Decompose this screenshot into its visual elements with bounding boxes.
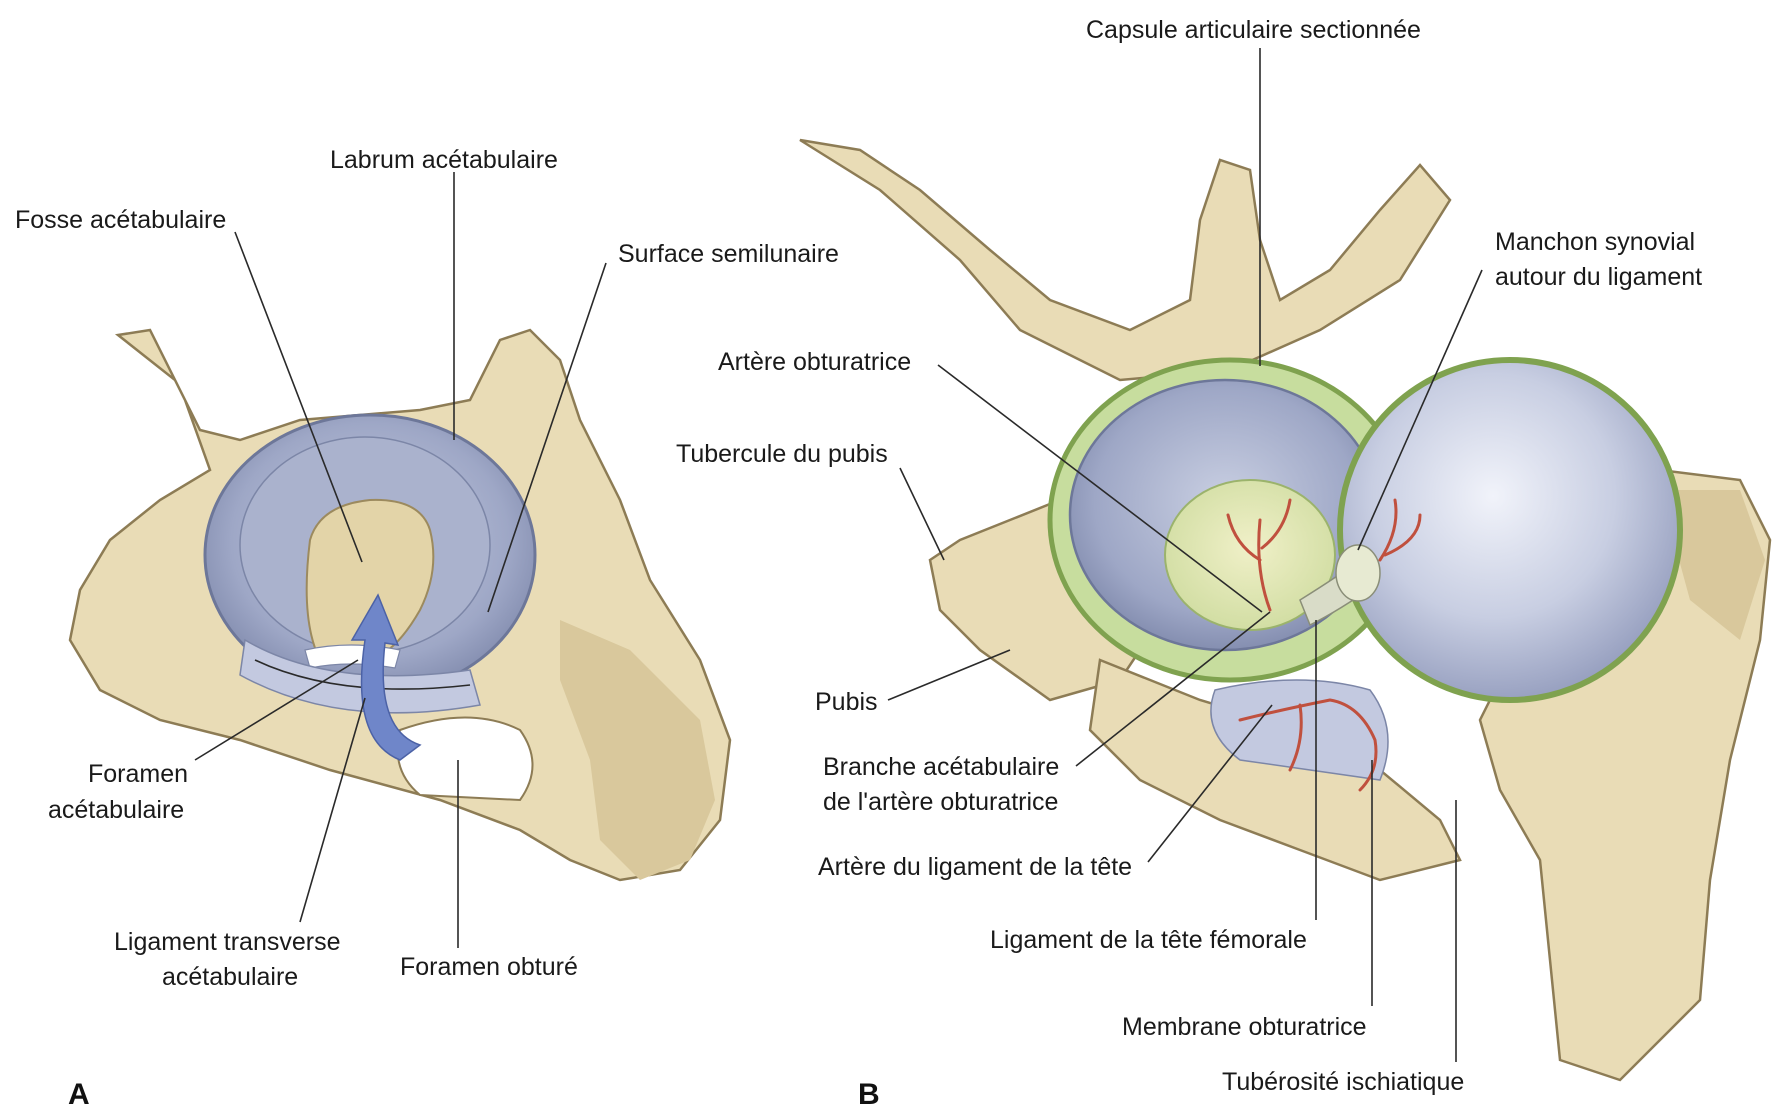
label-tuberosite: Tubérosité ischiatique [1222,1068,1464,1096]
label-ligament-tete: Ligament de la tête fémorale [990,926,1307,954]
label-fosse: Fosse acétabulaire [15,206,226,234]
label-artere-obt: Artère obturatrice [718,348,911,376]
label-labrum: Labrum acétabulaire [330,146,558,174]
label-artere-lig: Artère du ligament de la tête [818,853,1132,881]
acetabular-notch [305,645,400,668]
label-branche-1: Branche acétabulaire [823,753,1059,781]
label-foramen-acet-2: acétabulaire [48,796,184,824]
label-membrane: Membrane obturatrice [1122,1013,1367,1041]
panel-letter-a: A [68,1078,90,1111]
ilium-b [800,140,1450,380]
label-ligament-2: acétabulaire [162,963,298,991]
label-branche-2: de l'artère obturatrice [823,788,1058,816]
label-manchon-2: autour du ligament [1495,263,1702,291]
label-surface: Surface semilunaire [618,240,839,268]
label-foramen-obture: Foramen obturé [400,953,578,981]
label-ligament-1: Ligament transverse [114,928,341,956]
label-pubis: Pubis [815,688,878,716]
label-capsule: Capsule articulaire sectionnée [1086,16,1421,44]
label-foramen-acet-1: Foramen [88,760,188,788]
panel-letter-b: B [858,1078,880,1111]
label-manchon-1: Manchon synovial [1495,228,1695,256]
synovial-sleeve [1336,545,1380,601]
femoral-head [1340,360,1680,700]
label-tubercule: Tubercule du pubis [676,440,888,468]
obturator-foramen-a [398,718,533,801]
